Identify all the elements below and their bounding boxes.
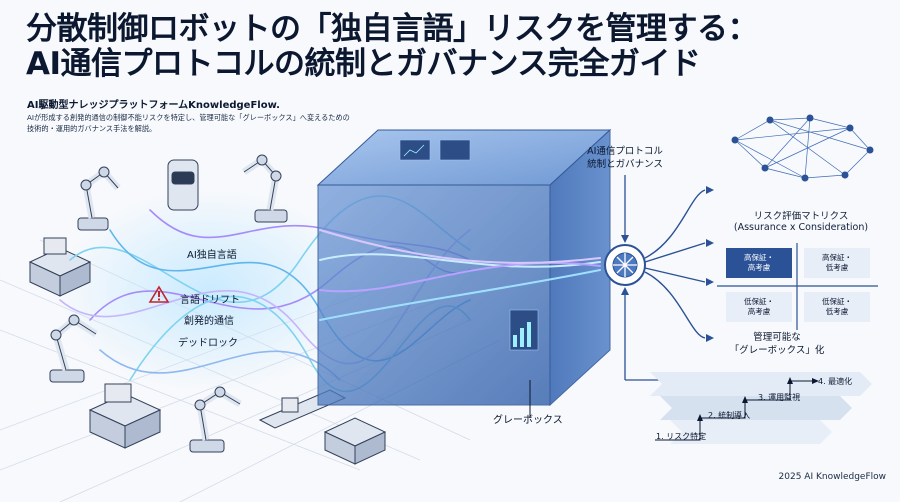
manageable-callout: 管理可能な 「グレーボックス」化	[722, 331, 832, 357]
matrix-cell-line: 低考慮	[825, 307, 849, 316]
manageable-line-1: 管理可能な	[753, 332, 801, 343]
footer-credit: 2025 AI KnowledgeFlow	[778, 472, 886, 482]
subtitle: AI駆動型ナレッジプラットフォームKnowledgeFlow.	[27, 100, 280, 111]
robot-tower	[167, 159, 199, 211]
manageable-line-2: 「グレーボックス」化	[729, 345, 825, 356]
robot-arm-3	[49, 314, 98, 383]
matrix-axes	[717, 243, 878, 330]
matrix-title-main: リスク評価マトリクス	[753, 211, 849, 222]
tangle-glow	[60, 190, 360, 390]
matrix-cell-low-high: 低保証・高考慮	[726, 292, 792, 322]
robot-arm-4	[189, 386, 242, 453]
matrix-cell-line: 高考慮	[747, 307, 771, 316]
hub-arrows	[644, 189, 706, 339]
label-emergent: 創発的通信	[184, 316, 234, 327]
network-nodes	[731, 114, 874, 182]
robot-cart-1	[28, 237, 92, 297]
step-4: 4. 最適化	[818, 377, 853, 386]
description: AIが形成する創発的通信の制御不能リスクを特定し、管理可能な「グレーボックス」へ…	[27, 112, 387, 134]
protocol-callout: AI通信プロトコル 統制とガバナンス	[572, 145, 678, 171]
step-3: 3. 運用監視	[758, 393, 801, 402]
robot-arm-1	[77, 166, 121, 231]
label-deadlock: デッドロック	[178, 338, 238, 349]
matrix-cell-high-low: 高保証・低考慮	[804, 248, 870, 278]
robot-arm-2	[242, 154, 288, 223]
step-2: 2. 統制導入	[708, 411, 751, 420]
description-line-1: AIが形成する創発的通信の制御不能リスクを特定し、管理可能な「グレーボックス」へ…	[27, 113, 350, 122]
label-drift: 言語ドリフト	[180, 295, 240, 306]
matrix-cell-line: 高保証・	[744, 253, 774, 262]
step-1: 1. リスク特定	[656, 432, 707, 441]
matrix-cell-line: 高保証・	[822, 253, 852, 262]
robot-cart-2	[88, 383, 162, 449]
description-line-2: 技術的・運用的ガバナンス手法を解説。	[27, 124, 157, 133]
steps-arrows	[655, 380, 815, 441]
matrix-cell-line: 低保証・	[744, 297, 774, 306]
steps-staircase	[650, 372, 872, 444]
graybox-cube	[316, 128, 612, 407]
label-ai-language: AI独自言語	[187, 250, 237, 261]
control-hub	[604, 244, 646, 286]
title-line-2: AI通信プロトコルの統制とガバナンス完全ガイド	[26, 46, 701, 82]
matrix-cell-high-high: 高保証・高考慮	[726, 248, 792, 278]
title-line-1: 分散制御ロボットの「独自言語」リスクを管理する：	[26, 11, 759, 47]
graybox-label: グレーボックス	[493, 415, 563, 426]
matrix-cell-low-low: 低保証・低考慮	[804, 292, 870, 322]
matrix-cell-line: 高考慮	[747, 263, 771, 272]
protocol-callout-line-2: 統制とガバナンス	[587, 159, 663, 170]
matrix-title-sub: (Assurance x Consideration)	[733, 222, 869, 233]
matrix-cell-line: 低考慮	[825, 263, 849, 272]
protocol-callout-line-1: AI通信プロトコル	[587, 146, 663, 157]
matrix-cell-line: 低保証・	[822, 297, 852, 306]
matrix-title: リスク評価マトリクス (Assurance x Consideration)	[716, 211, 886, 233]
robot-cart-3	[323, 417, 387, 465]
warning-icon	[148, 285, 170, 303]
page-title: 分散制御ロボットの「独自言語」リスクを管理する： AI通信プロトコルの統制とガバ…	[26, 11, 759, 82]
